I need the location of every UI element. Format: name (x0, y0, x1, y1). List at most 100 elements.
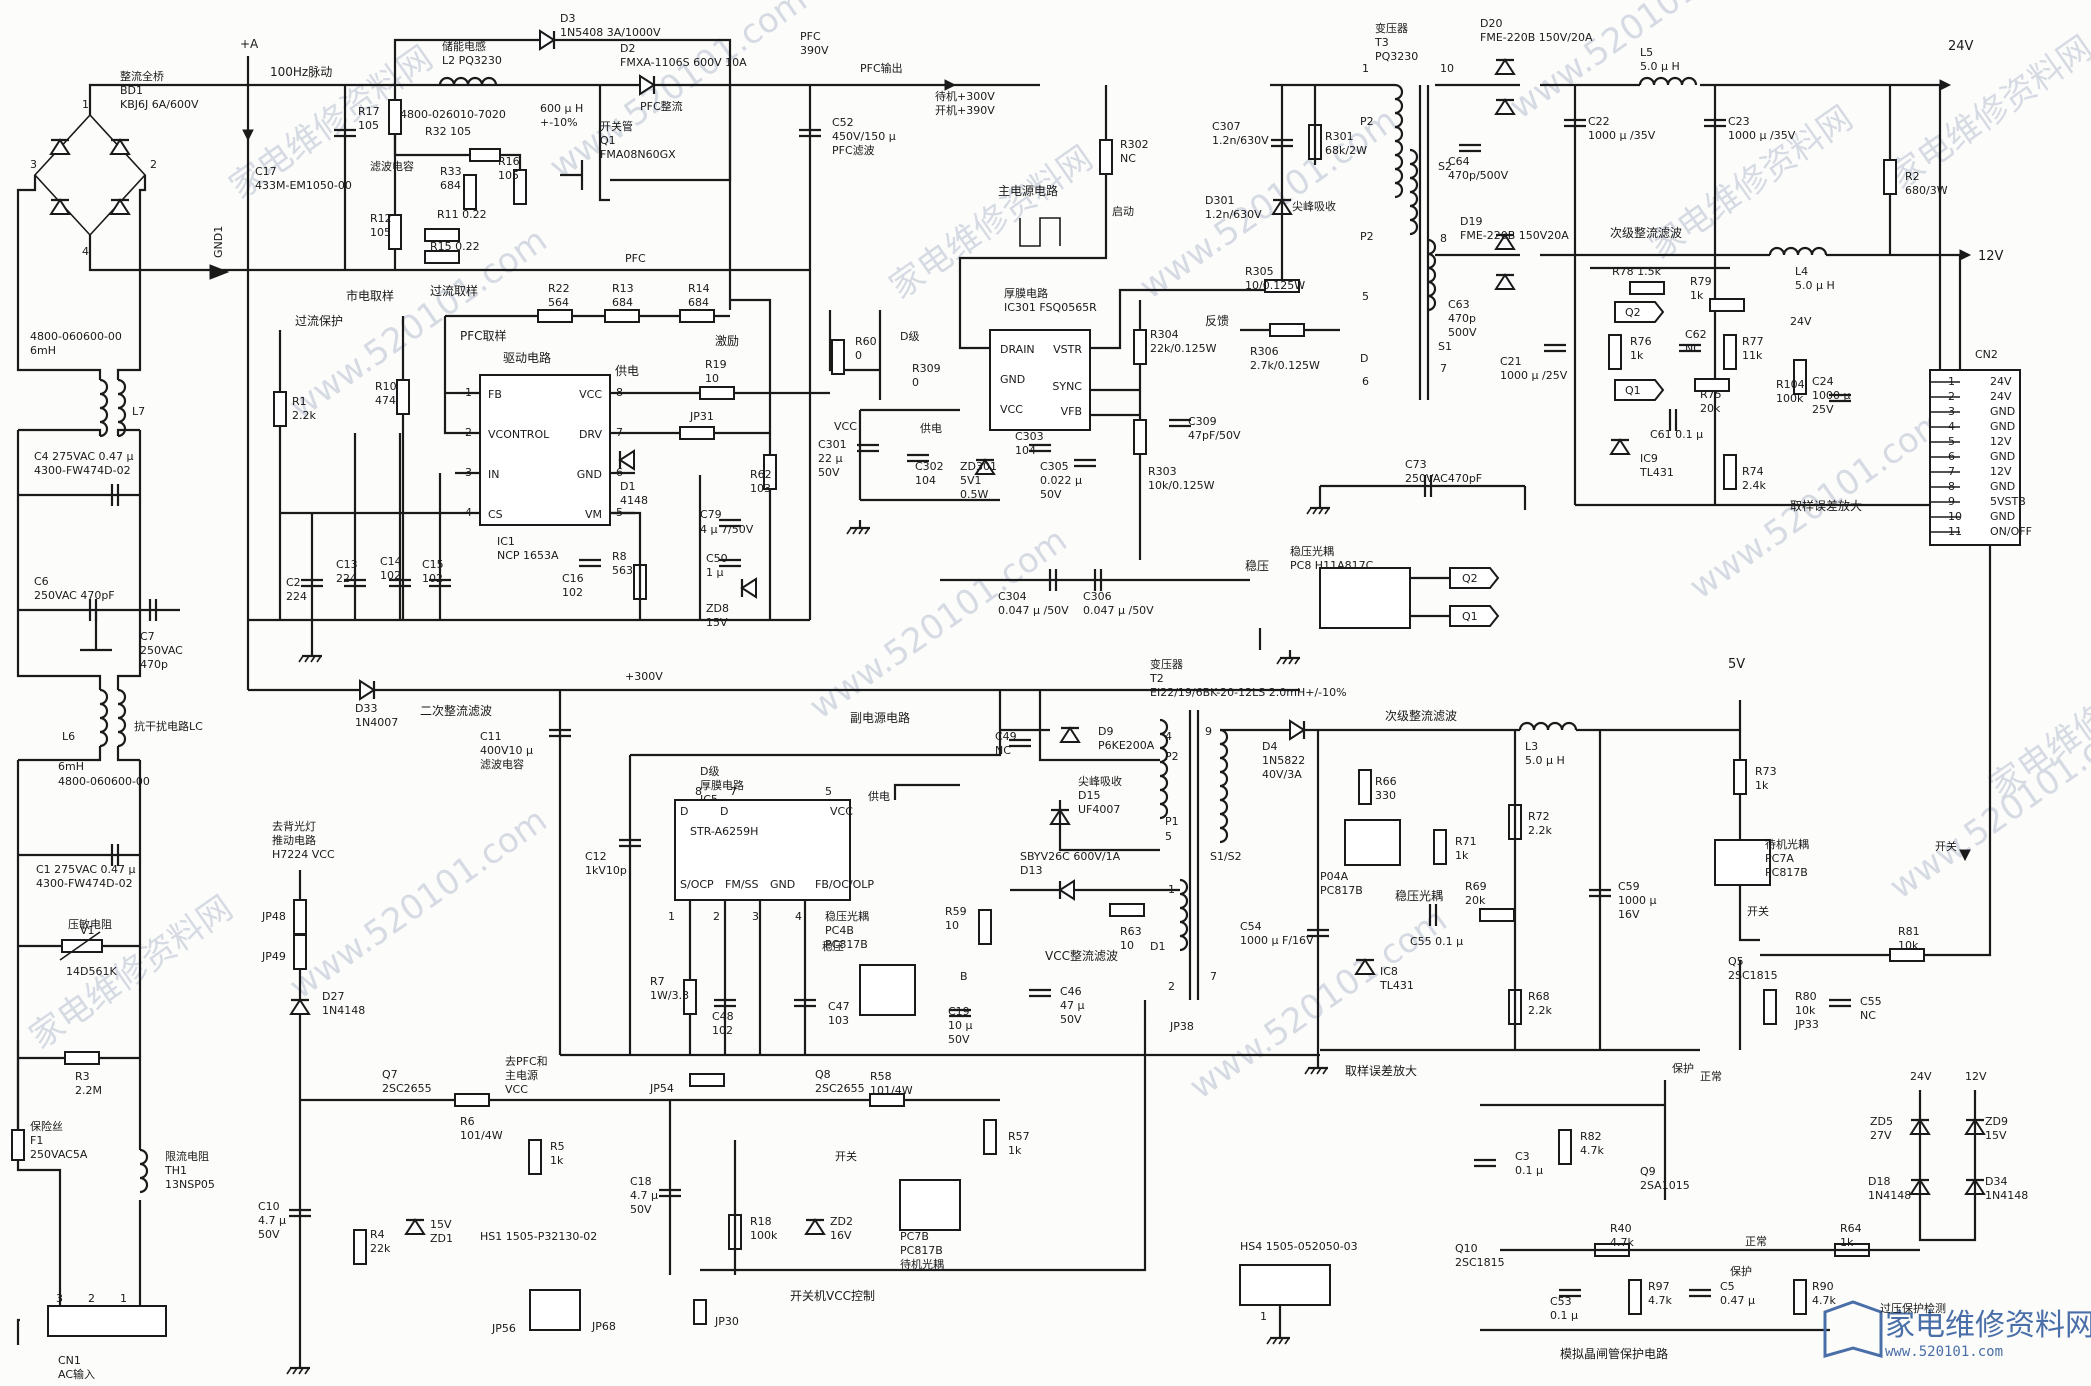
c48-capacitor (714, 998, 736, 1008)
c18-label-line: 4.7 μ (630, 1189, 658, 1202)
backlight-label-line: H7224 VCC (272, 848, 335, 861)
feed-label: 供电 (615, 364, 639, 378)
pc7b-optocoupler (899, 1179, 961, 1231)
normal-label: 正常 (1700, 1070, 1722, 1083)
c53-label-line: 0.1 μ (1550, 1309, 1578, 1322)
t2-s1s2: S1/S2 (1210, 850, 1242, 863)
d9-label-line: P6KE200A (1098, 739, 1155, 752)
t2-label-line: T2 (1149, 672, 1164, 685)
r63-resistor (1109, 903, 1145, 917)
c21-label-line: C21 (1500, 355, 1522, 368)
q1-tag-label: Q1 (1462, 610, 1478, 623)
r22-label-line: R22 (548, 282, 570, 295)
d4-diode (1289, 719, 1306, 741)
r17-label-line: 105 (358, 119, 379, 132)
r60-resistor (831, 339, 845, 375)
r60-label-line: R60 (855, 335, 877, 348)
c1-capacitor (110, 844, 120, 866)
t2-pin5: 5 (1165, 830, 1172, 843)
l6-inductor-a (99, 688, 109, 748)
d2-label-line: FMXA-1106S 600V 10A (620, 56, 747, 69)
l4-inductor (1768, 246, 1828, 256)
r5-label-line: 1k (550, 1154, 564, 1167)
ic2-label-line: D级 (700, 765, 719, 778)
bd1-label-line: BD1 (120, 84, 143, 97)
ic2-label-line: 厚膜电路 (700, 779, 744, 792)
c14-label-line: C14 (380, 555, 402, 568)
r303-label-line: R303 (1148, 465, 1177, 478)
q5-label-line: 2SC1815 (1728, 969, 1778, 982)
d34-label-line: D34 (1985, 1175, 2007, 1188)
c50-label-line: 1 μ (706, 566, 724, 579)
r82-label-line: R82 (1580, 1130, 1602, 1143)
c12-label-line: 1kV10p (585, 864, 627, 877)
d34-label-line: 1N4148 (1985, 1189, 2028, 1202)
d20-diode-a (1494, 58, 1516, 75)
str-pin-FM/SS: FM/SS (725, 878, 759, 891)
bd1-diode-b (109, 138, 131, 155)
d19-diode-b (1494, 273, 1516, 290)
c11-capacitor (549, 728, 571, 738)
l6-inductor-b (117, 688, 127, 748)
pfc-lbl: PFC (625, 252, 646, 265)
l7-label-line: 4800-060600-00 (30, 330, 122, 343)
logo-caption: 过压保护检测 (1880, 1301, 1946, 1315)
r76-resistor (1608, 334, 1622, 370)
sec3-label: 次级整流滤波 (1385, 708, 1457, 723)
g2-tag (1614, 301, 1665, 323)
jp56-label: JP56 (491, 1322, 516, 1335)
prot2-label: 保护 (1730, 1264, 1752, 1278)
t2-p1: P1 (1165, 815, 1179, 828)
pfc-v-label-line: PFC (800, 30, 821, 43)
jp54-label: JP54 (649, 1082, 674, 1095)
t2-primary (1159, 718, 1169, 820)
watermark-url: www.520101.com (282, 800, 554, 1007)
r13-resistor (604, 309, 640, 323)
bd1-neg (88, 235, 248, 272)
c306-label-line: 0.047 μ /50V (1083, 604, 1154, 617)
r59-label-line: 10 (945, 919, 959, 932)
t3-s1: S1 (1438, 340, 1452, 353)
l5-inductor (1638, 76, 1698, 86)
samp-amp-label: 取样误差放大 (1790, 498, 1862, 513)
r40-label-line: 4.7k (1610, 1236, 1634, 1249)
t2-pin7: 7 (1210, 970, 1217, 983)
r80-label-line: R80 (1795, 990, 1817, 1003)
r82-resistor (1558, 1129, 1572, 1165)
str-pin-vcc: VCC (830, 805, 853, 818)
c304-label-line: C304 (998, 590, 1027, 603)
d9-tvs (1059, 726, 1081, 743)
c21-capacitor (1544, 343, 1566, 353)
r69-resistor (1479, 908, 1515, 922)
t3-p2-a: P2 (1360, 115, 1374, 128)
r304-label-line: 22k/0.125W (1150, 342, 1217, 355)
r73-label-line: R73 (1755, 765, 1777, 778)
r14-resistor (679, 309, 715, 323)
pc7b-label-line: 待机光耦 (900, 1257, 944, 1271)
jp49-resistor (293, 934, 307, 970)
l2-label-line: 储能电感 (442, 39, 486, 53)
c63-label-line: C63 (1448, 298, 1470, 311)
ic301-chip (989, 329, 1091, 431)
r71-label-line: R71 (1455, 835, 1477, 848)
v5-label: 5V (1728, 657, 1745, 672)
